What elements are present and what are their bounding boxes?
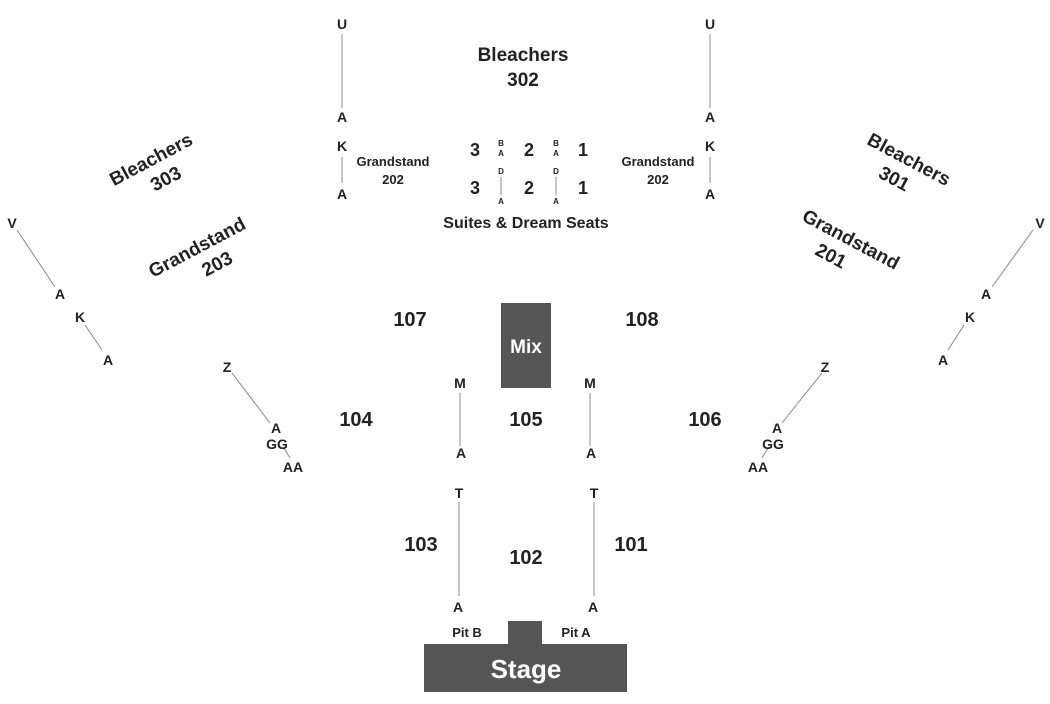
section-104[interactable]: 104 [339, 409, 373, 431]
row-label-a-upper-right: A [705, 109, 715, 125]
section-101[interactable]: 101 [614, 534, 647, 556]
row-label-a-103: A [453, 599, 463, 615]
section-105[interactable]: 105 [509, 409, 542, 431]
row-label-a2-far-left: A [103, 352, 113, 368]
row-label-a2-far-right: A [938, 352, 948, 368]
row-line-106 [781, 372, 823, 424]
row-label-a-105-right: A [586, 445, 596, 461]
row-label-t-right: T [590, 485, 599, 501]
section-103[interactable]: 103 [404, 534, 437, 556]
suite-bottom-3[interactable]: 3 [470, 178, 480, 198]
row-label-k-upper-left: K [337, 138, 347, 154]
row-label-aa-left: AA [283, 459, 303, 475]
suite-bottom-2[interactable]: 2 [524, 178, 534, 198]
row-label-t-left: T [455, 485, 464, 501]
mix-block [501, 303, 551, 388]
row-label-a-upper-left: A [337, 109, 347, 125]
grandstand-201-label: Grandstand [799, 206, 903, 275]
row-line-106-b [761, 447, 769, 459]
grandstand-202-left-number[interactable]: 202 [382, 172, 404, 187]
suite-bottom-divider-1-d: D [498, 167, 504, 176]
grandstand-202-right-number[interactable]: 202 [647, 172, 669, 187]
row-line-104-b [283, 447, 291, 459]
grandstand-203-label: Grandstand [145, 214, 249, 283]
suite-top-3[interactable]: 3 [470, 140, 480, 160]
row-label-a-104: A [271, 420, 281, 436]
stage-label: Stage [491, 654, 562, 684]
row-line-far-left-b [84, 324, 103, 351]
bleachers-301[interactable]: Bleachers 301 [852, 130, 954, 212]
suite-bottom-divider-2-a: A [553, 197, 559, 206]
stage-block[interactable] [424, 644, 627, 692]
pit-b-label[interactable]: Pit B [452, 625, 482, 640]
row-label-u-right: U [705, 16, 715, 32]
section-102[interactable]: 102 [509, 547, 542, 569]
row-line-far-left [16, 229, 56, 288]
suite-top-divider-2-b: B [553, 139, 559, 148]
bleachers-303[interactable]: Bleachers 303 [106, 130, 207, 212]
section-107[interactable]: 107 [393, 309, 426, 331]
row-label-k-far-left: K [75, 309, 85, 325]
bleachers-302-label[interactable]: Bleachers [478, 45, 569, 66]
grandstand-202-left-label[interactable]: Grandstand [357, 154, 430, 169]
row-label-a-101: A [588, 599, 598, 615]
section-108[interactable]: 108 [625, 309, 658, 331]
suite-bottom-divider-2-d: D [553, 167, 559, 176]
row-label-v-left: V [7, 215, 17, 231]
row-label-v-right: V [1035, 215, 1045, 231]
row-label-k-far-right: K [965, 309, 975, 325]
section-106[interactable]: 106 [688, 409, 721, 431]
row-label-a-105-left: A [456, 445, 466, 461]
row-line-far-right-b [947, 324, 965, 351]
row-label-gg-left: GG [266, 436, 288, 452]
grandstand-202-right-label[interactable]: Grandstand [622, 154, 695, 169]
suite-top-divider-1-b: B [498, 139, 504, 148]
row-label-k-upper-right: K [705, 138, 715, 154]
row-label-a-far-right: A [981, 286, 991, 302]
grandstand-201[interactable]: Grandstand 201 [787, 206, 903, 296]
row-label-a-106: A [772, 420, 782, 436]
suite-top-2[interactable]: 2 [524, 140, 534, 160]
suite-top-1[interactable]: 1 [578, 140, 588, 160]
suite-bottom-divider-1-a: A [498, 197, 504, 206]
row-line-104 [231, 372, 271, 424]
grandstand-203[interactable]: Grandstand 203 [145, 214, 260, 304]
mix-label: Mix [510, 337, 542, 358]
row-label-aa-right: AA [748, 459, 768, 475]
row-line-far-right [991, 229, 1034, 288]
row-label-z-left: Z [223, 359, 232, 375]
suite-top-divider-1-a: A [498, 149, 504, 158]
stage-thrust [508, 621, 542, 645]
row-label-gg-right: GG [762, 436, 784, 452]
suites-label[interactable]: Suites & Dream Seats [443, 215, 609, 232]
row-label-m-right: M [584, 375, 596, 391]
pit-a-label[interactable]: Pit A [561, 625, 591, 640]
row-label-a2-upper-right: A [705, 186, 715, 202]
row-label-a2-upper-left: A [337, 186, 347, 202]
row-label-u-left: U [337, 16, 347, 32]
suite-bottom-1[interactable]: 1 [578, 178, 588, 198]
suite-top-divider-2-a: A [553, 149, 559, 158]
row-label-a-far-left: A [55, 286, 65, 302]
row-label-z-right: Z [821, 359, 830, 375]
bleachers-302-number[interactable]: 302 [507, 70, 539, 91]
row-label-m-left: M [454, 375, 466, 391]
